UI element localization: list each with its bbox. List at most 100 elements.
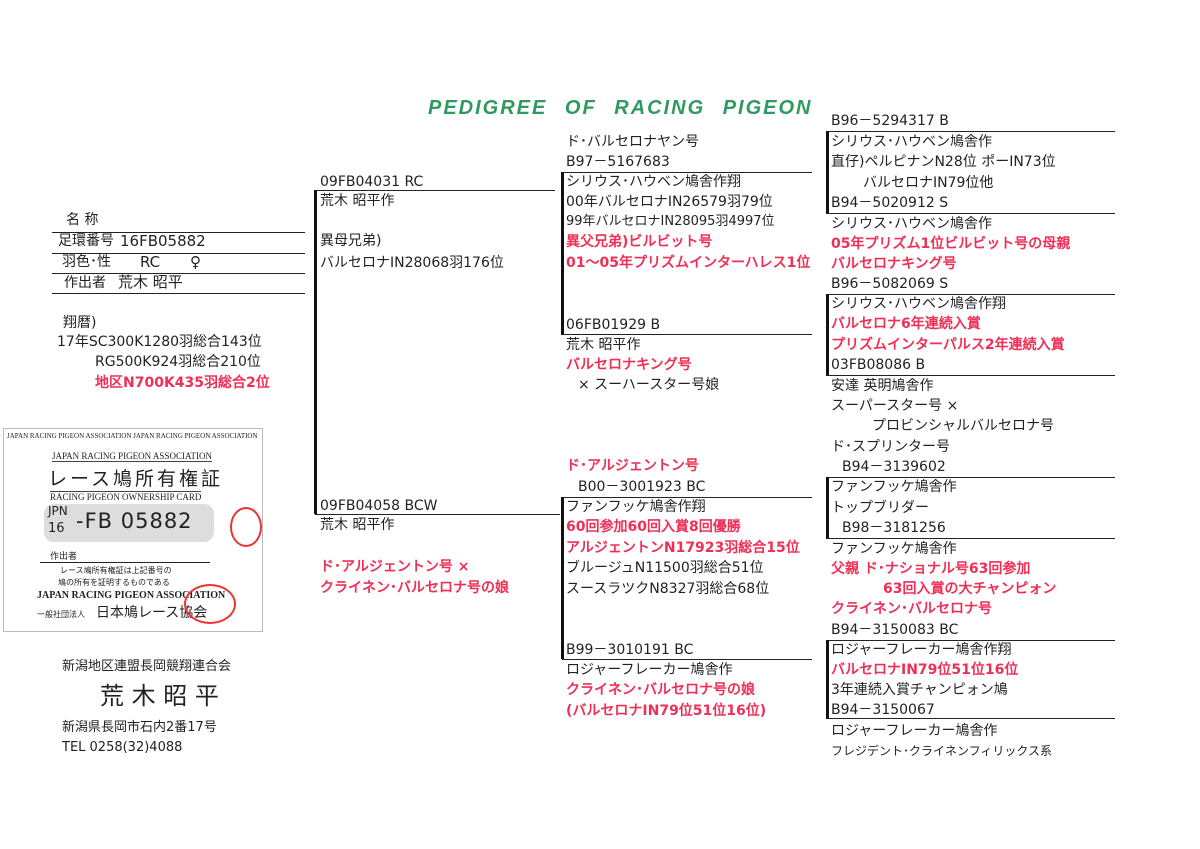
- card-title-en: RACING PIGEON OWNERSHIP CARD: [50, 491, 202, 502]
- ds-pre: ド･アルジェントン号: [566, 458, 699, 474]
- divider: [562, 497, 812, 498]
- divider: [827, 640, 1115, 641]
- card-border-text: JAPAN RACING PIGEON ASSOCIATION JAPAN RA…: [7, 432, 258, 440]
- dss-line: トップブリダー: [831, 500, 929, 516]
- record-label: 翔暦): [63, 315, 97, 331]
- dds-line: ロジャーフレーカー鳩舎作翔: [831, 642, 1012, 658]
- bracket-gen1: [314, 190, 317, 514]
- ds-note: アルジェントンN17923羽総合15位: [566, 540, 800, 556]
- ownership-card: JAPAN RACING PIGEON ASSOCIATION JAPAN RA…: [3, 428, 263, 632]
- card-assoc-prefix: 一般社団法人: [37, 610, 85, 619]
- sds-note: バルセロナ6年連続入賞: [831, 316, 981, 332]
- record-item: 17年SC300K1280羽総合143位: [57, 334, 262, 350]
- sds-note: プリズムインターパルス2年連続入賞: [831, 337, 1065, 353]
- dsd-note: 63回入賞の大チャンピォン: [883, 581, 1057, 597]
- ds-line: ブルージュN11500羽総合51位: [566, 560, 764, 576]
- dd-note: クライネン･バルセロナ号の娘: [566, 682, 755, 698]
- divider: [52, 273, 305, 274]
- ss-pre: ド･バルセロナヤン号: [566, 134, 699, 150]
- seal-stamp-icon: [184, 584, 236, 624]
- dds-note: バルセロナIN79位51位16位: [831, 662, 1019, 678]
- sss-line: バルセロナIN79位他: [863, 175, 994, 191]
- card-breeder-label: 作出者: [50, 551, 78, 561]
- dam-ring: 09FB04058 BCW: [320, 498, 438, 514]
- red-seal-icon: [230, 507, 262, 547]
- dam-line: 荒木 昭平作: [320, 517, 395, 533]
- card-title-jp: レース鳩所有権証: [48, 468, 224, 490]
- sss-line: 直仔)ペルピナンN28位 ポーIN73位: [831, 154, 1056, 170]
- ddd-line: フレジデント･クライネンフィリックス系: [831, 744, 1053, 758]
- divider: [827, 375, 1115, 376]
- sd-line: 荒木 昭平作: [566, 337, 641, 353]
- divider: [315, 514, 560, 515]
- divider: [827, 718, 1115, 719]
- dss-line: ファンフッケ鳩舎作: [831, 479, 957, 495]
- sdd-line: プロビンシャルバルセロナ号: [872, 418, 1054, 434]
- ss-ring: B97－5167683: [566, 154, 670, 170]
- dsd-line: ファンフッケ鳩舎作: [831, 541, 957, 557]
- page-title: PEDIGREE OF RACING PIGEON: [428, 97, 813, 119]
- ss-line: 00年バルセロナIN26579羽79位: [566, 194, 773, 210]
- ss-line: 99年バルセロナIN28095羽4997位: [566, 214, 775, 229]
- ds-note: 60回参加60回入賞8回優勝: [566, 519, 741, 535]
- sdd-line: ド･スプリンター号: [831, 439, 950, 455]
- ddd-ring: B94－3150067: [831, 702, 935, 718]
- sds-ring: B96－5082069 S: [831, 276, 949, 292]
- breeder-label: 作出者: [64, 275, 106, 291]
- dsd-ring: B98－3181256: [842, 520, 946, 536]
- ssd-line: シリウス･ハウベン鳩舎作: [831, 216, 992, 232]
- dam-note: ド･アルジェントン号 ×: [320, 559, 470, 575]
- owner-name: 荒 木 昭 平: [100, 682, 219, 710]
- ring-label: 足環番号: [58, 233, 114, 249]
- divider: [827, 477, 1115, 478]
- sss-ring: B96－5294317 B: [831, 113, 949, 129]
- sdd-ring: 03FB08086 B: [831, 357, 926, 373]
- divider: [827, 131, 1115, 132]
- bracket-ss3: [826, 131, 829, 214]
- card-assoc-jp: 日本鳩レース協会: [96, 605, 208, 621]
- card-note: 鳩の所有を証明するものである: [58, 578, 170, 587]
- sdd-line: 安達 英明鳩舎作: [831, 378, 934, 394]
- sdd-line: スーパースター号 ×: [831, 398, 959, 414]
- dd-note: (バルセロナIN79位51位16位): [566, 703, 767, 719]
- color-sex-label: 羽色･性: [62, 254, 111, 270]
- divider: [827, 538, 1115, 539]
- bracket-ss: [561, 172, 564, 335]
- dds-ring: B94－3150083 BC: [831, 622, 959, 638]
- ssd-ring: B94－5020912 S: [831, 195, 949, 211]
- dsd-note: クライネン･バルセロナ号: [831, 601, 992, 617]
- ds-line: スースラツクN8327羽総合68位: [566, 581, 770, 597]
- card-note: レース鳩所有権証は上記番号の: [60, 566, 172, 575]
- divider: [52, 293, 305, 294]
- divider: [315, 190, 555, 191]
- sex-value: ♀: [190, 253, 201, 271]
- dd-line: ロジャーフレーカー鳩舎作: [566, 662, 733, 678]
- ss-note: 異父兄弟)ビルビット号: [566, 234, 713, 250]
- sd-note: バルセロナキング号: [566, 357, 692, 373]
- sd-ring: 06FB01929 B: [566, 317, 661, 333]
- card-number-box: [44, 504, 214, 542]
- bracket-sd3: [826, 294, 829, 376]
- card-year: 16: [48, 521, 65, 536]
- divider: [827, 294, 1115, 295]
- divider: [562, 172, 812, 173]
- divider: [52, 253, 305, 254]
- dd-ring: B99－3010191 BC: [566, 642, 694, 658]
- divider: [40, 562, 210, 563]
- name-label: 名 称: [66, 212, 99, 228]
- color-value: RC: [140, 253, 161, 271]
- breeder-value: 荒木 昭平: [118, 273, 183, 291]
- owner-tel: TEL 0258(32)4088: [62, 740, 183, 755]
- divider: [562, 334, 812, 335]
- record-item: 地区N700K435羽総合2位: [95, 375, 270, 391]
- sire-line: バルセロナIN28068羽176位: [320, 255, 504, 271]
- sd-post: × スーハースター号娘: [578, 377, 720, 393]
- dds-line: 3年連続入賞チャンピォン鳩: [831, 682, 1008, 698]
- dss-ring: B94－3139602: [842, 459, 946, 475]
- card-jpn: JPN: [48, 504, 68, 518]
- ss-line: シリウス･ハウベン鳩舎作翔: [566, 174, 741, 190]
- sss-line: シリウス･ハウベン鳩舎作: [831, 134, 992, 150]
- owner-club: 新潟地区連盟長岡競翔連合会: [62, 659, 232, 674]
- card-assoc-en: JAPAN RACING PIGEON ASSOCIATION: [52, 451, 212, 462]
- card-assoc-en2: JAPAN RACING PIGEON ASSOCIATION: [37, 590, 226, 601]
